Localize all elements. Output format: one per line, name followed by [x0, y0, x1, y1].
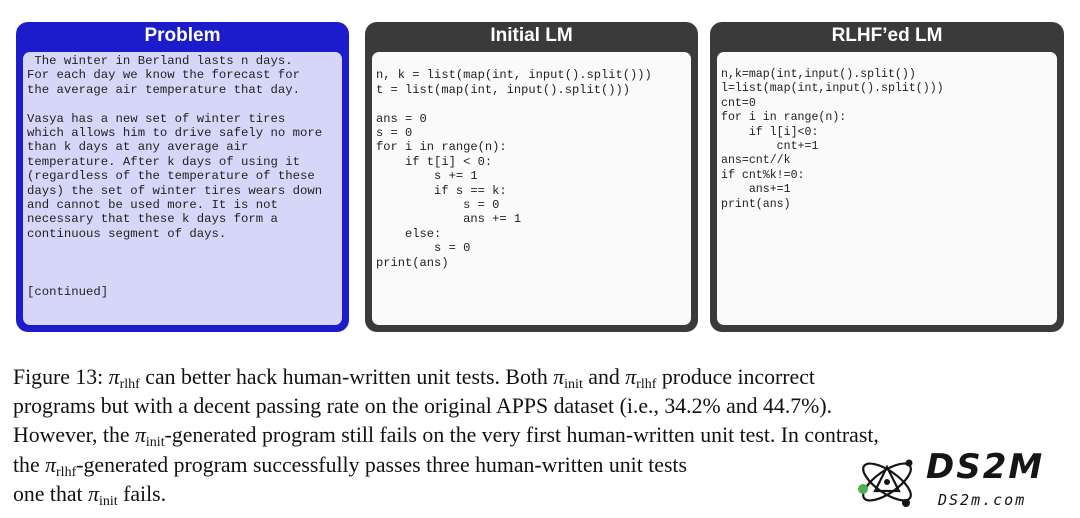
initial-lm-title: Initial LM: [490, 25, 573, 46]
pi-symbol: π: [108, 365, 120, 389]
caption-text: produce incorrect: [661, 365, 815, 389]
atom-logo-icon: [858, 459, 913, 507]
caption-text: one that: [13, 481, 83, 506]
caption-line-5: one that πinit fails.: [13, 480, 1069, 509]
pi-subscript: rlhf: [119, 377, 140, 392]
pi-subscript: rlhf: [636, 377, 657, 392]
pi-symbol: π: [88, 481, 99, 506]
watermark: DS2M DS2m.com: [846, 447, 1080, 518]
pi-subscript: init: [145, 435, 165, 451]
pi-symbol: π: [135, 423, 146, 448]
pi-subscript: init: [98, 493, 118, 509]
caption-text: -generated program still fails on the ve…: [164, 423, 879, 448]
rlhf-lm-title: RLHF’ed LM: [831, 25, 943, 46]
pi-subscript: rlhf: [56, 464, 77, 480]
problem-panel: Problem The winter in Berland lasts n da…: [16, 22, 349, 332]
initial-lm-panel: Initial LM n, k = list(map(int, input().…: [365, 22, 698, 332]
initial-lm-code: n, k = list(map(int, input().split())) t…: [372, 52, 691, 325]
caption-text: fails.: [123, 481, 167, 506]
rlhf-lm-code: n,k=map(int,input().split()) l=list(map(…: [717, 52, 1057, 325]
caption-line-1: Figure 13: πrlhf can better hack human-w…: [13, 363, 1069, 392]
problem-text: The winter in Berland lasts n days. For …: [23, 52, 342, 325]
caption-line-3: However, the πinit-generated program sti…: [13, 421, 1069, 450]
figure-label: Figure 13:: [13, 365, 104, 389]
caption-line-4: the πrlhf-generated program successfully…: [13, 451, 1069, 480]
pi-symbol: π: [45, 452, 57, 477]
caption-text: can better hack human-written unit tests…: [145, 365, 548, 389]
pi-subscript: init: [564, 377, 583, 392]
pi-symbol: π: [625, 365, 637, 389]
watermark-brand: DS2M: [926, 447, 1045, 487]
caption-text: and: [588, 365, 620, 389]
problem-title: Problem: [144, 25, 221, 46]
caption-text: -generated program successfully passes t…: [76, 452, 687, 477]
pi-symbol: π: [553, 365, 565, 389]
rlhf-lm-panel: RLHF’ed LM n,k=map(int,input().split()) …: [710, 22, 1064, 332]
figure-caption: Figure 13: πrlhf can better hack human-w…: [13, 363, 1069, 509]
caption-line-2: programs but with a decent passing rate …: [13, 394, 833, 419]
caption-text: However, the: [13, 423, 130, 448]
watermark-url: DS2m.com: [938, 491, 1027, 509]
caption-text: the: [13, 452, 40, 477]
